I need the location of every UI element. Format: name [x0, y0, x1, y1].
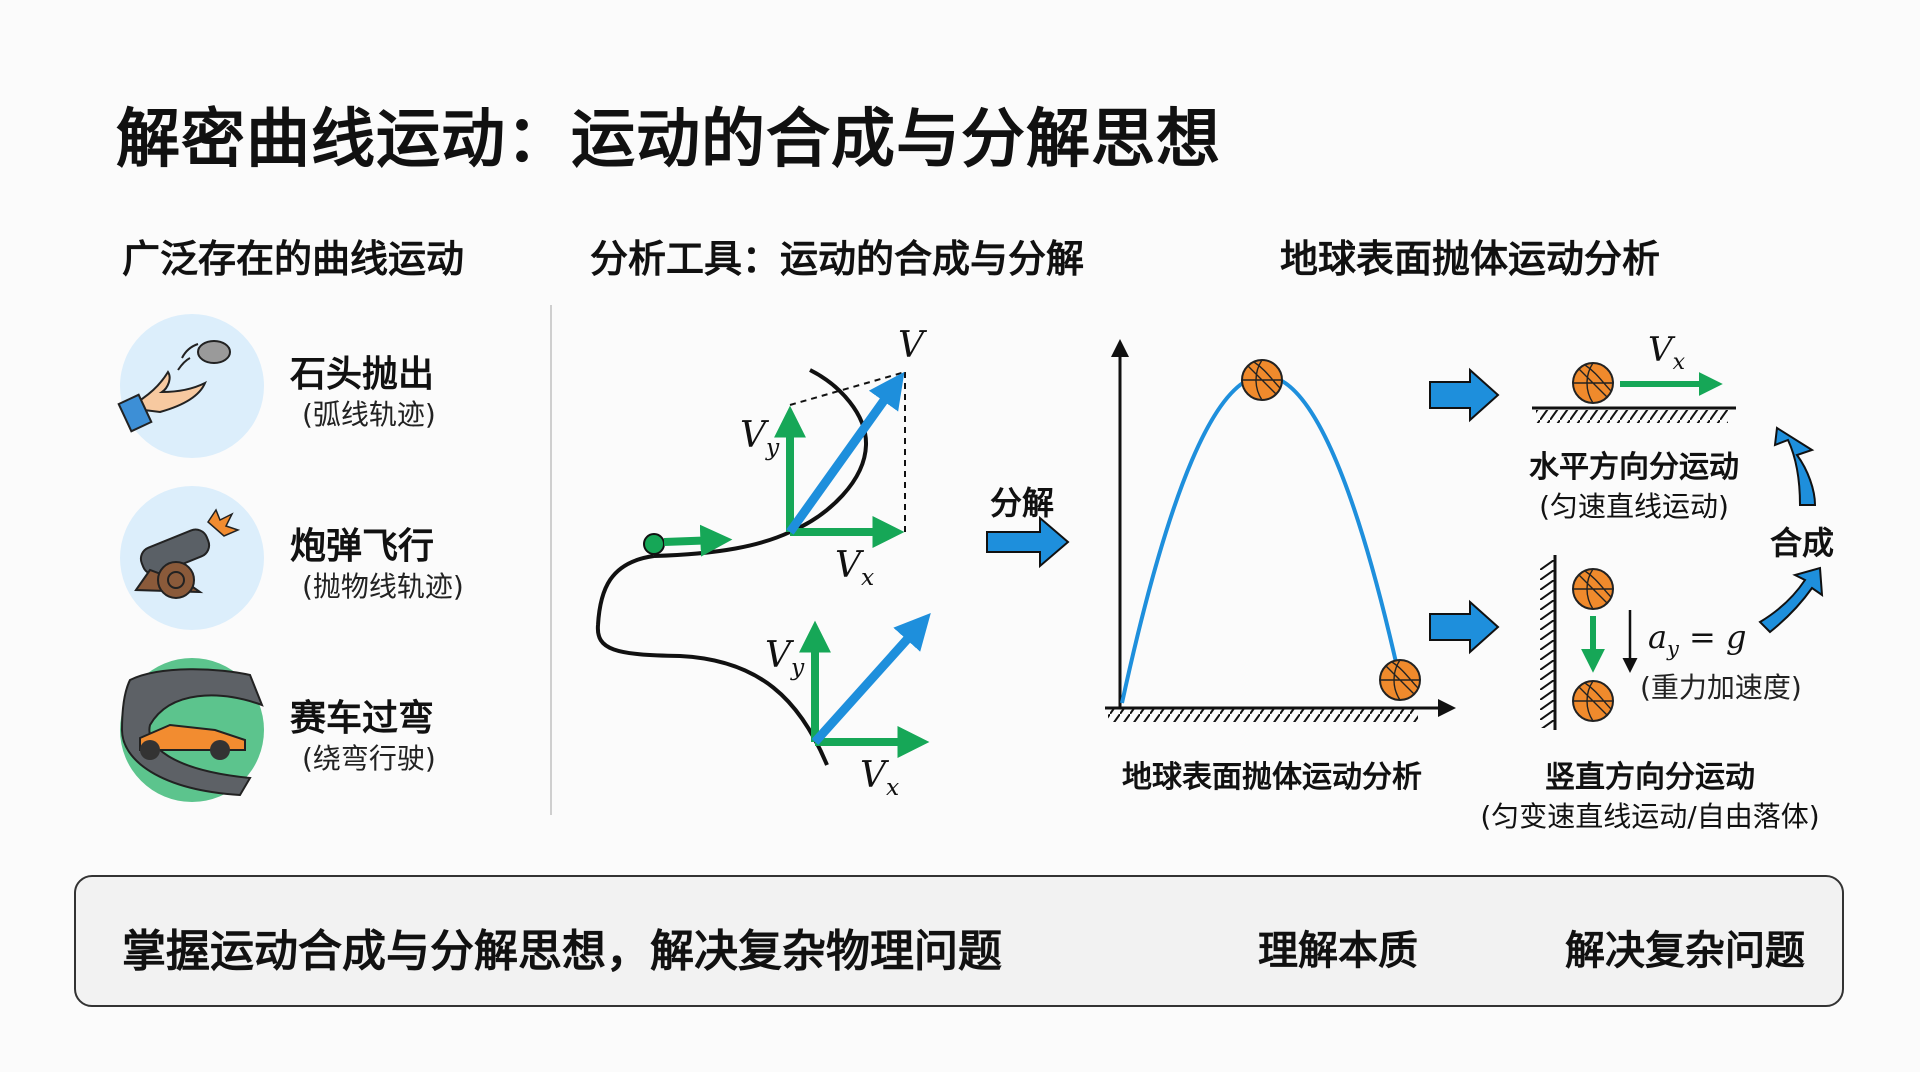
gravity-note: (重力加速度) — [1640, 671, 1802, 704]
curved-trajectory — [595, 368, 869, 766]
badge-understand-essence: 理解本质 — [1258, 928, 1418, 974]
arrow-to-vertical — [1429, 599, 1500, 655]
summary-bar — [74, 875, 1844, 1007]
label-vy-bottom: Vy — [765, 635, 805, 682]
velocity-vectors-bottom — [799, 612, 931, 758]
label-vx-top: Vx — [835, 545, 875, 592]
compose-label: 合成 — [1770, 524, 1835, 562]
column-header-tools: 分析工具：运动的合成与分解 — [590, 237, 1085, 281]
column-header-examples: 广泛存在的曲线运动 — [122, 237, 465, 281]
page-title: 解密曲线运动：运动的合成与分解思想 — [116, 103, 1221, 177]
example-sub: (弧线轨迹) — [302, 398, 436, 431]
compose-arrow-up — [1773, 426, 1817, 506]
label-v: V — [898, 325, 924, 366]
decompose-arrow — [986, 515, 1070, 569]
horizontal-sub: (匀速直线运动) — [1539, 490, 1729, 523]
decompose-label: 分解 — [990, 484, 1055, 522]
summary-text: 掌握运动合成与分解思想，解决复杂物理问题 — [122, 926, 1002, 977]
cannon-icon — [120, 486, 264, 630]
race-car-icon — [120, 658, 264, 802]
label-vx-bottom: Vx — [860, 755, 900, 802]
label-vx-horizontal: Vx — [1648, 330, 1686, 375]
example-sub: (抛物线轨迹) — [302, 570, 464, 603]
badge-solve-problems: 解决复杂问题 — [1565, 928, 1805, 974]
label-vy-top: Vy — [740, 415, 780, 462]
example-sub: (绕弯行驶) — [302, 742, 436, 775]
horizontal-motion-diagram — [1532, 362, 1736, 423]
example-label: 赛车过弯 — [290, 698, 435, 739]
projectile-caption: 地球表面抛体运动分析 — [1122, 760, 1422, 795]
velocity-vectors-top — [774, 371, 906, 548]
horizontal-title: 水平方向分运动 — [1529, 450, 1739, 485]
vertical-title: 竖直方向分运动 — [1545, 760, 1755, 795]
example-label: 炮弹飞行 — [290, 526, 435, 567]
projectile-graph — [1105, 339, 1456, 722]
arrow-to-horizontal — [1429, 367, 1500, 423]
vertical-sub: (匀变速直线运动/自由落体) — [1480, 800, 1820, 833]
column-header-projectile: 地球表面抛体运动分析 — [1280, 237, 1661, 281]
label-ay-equals-g: ay = g — [1648, 618, 1747, 661]
compose-arrow-diag — [1758, 566, 1824, 634]
example-label: 石头抛出 — [290, 354, 435, 395]
hand-throwing-stone-icon — [117, 314, 264, 458]
vertical-motion-diagram — [1540, 555, 1638, 730]
